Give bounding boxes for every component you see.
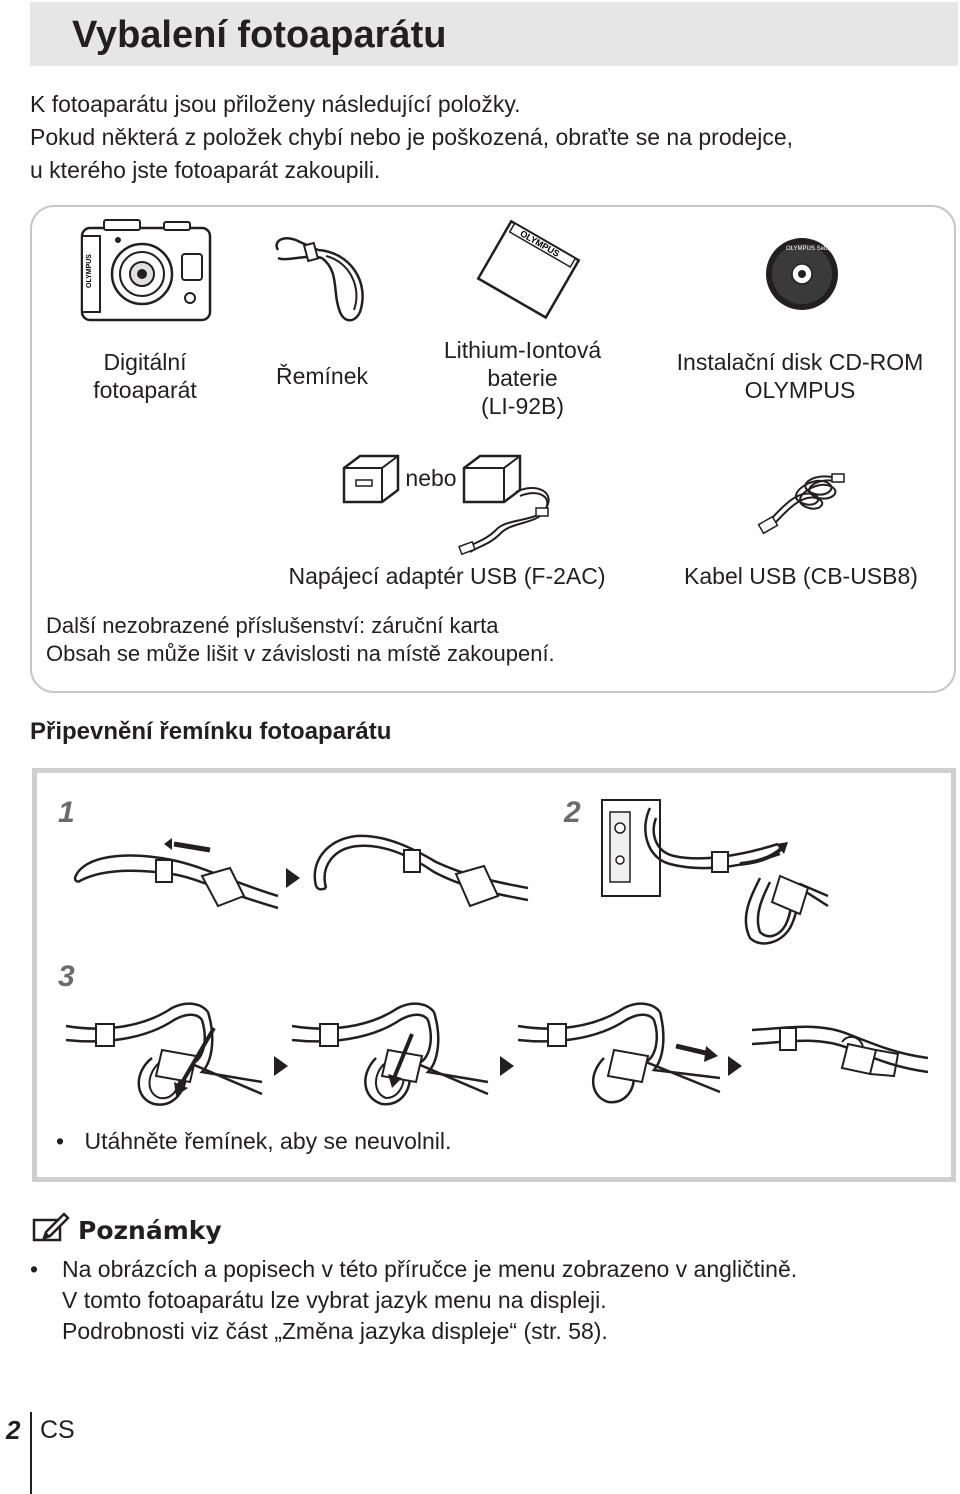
step-number: 1 [58, 796, 75, 829]
strap-instructions-box [32, 768, 956, 1182]
camera-brand-text: OLYMPUS [86, 254, 93, 288]
cd-label-text: OLYMPUS Setup [786, 246, 833, 252]
notes-heading: Poznámky [78, 1216, 222, 1245]
step3-illustration-d [751, 1025, 929, 1078]
step-number: 2 [564, 796, 581, 829]
notes-bullet-item: • [30, 1254, 38, 1284]
camera-caption: Digitální fotoaparát [60, 348, 230, 404]
usb-cable-illustration [757, 473, 845, 535]
language-code: CS [40, 1416, 75, 1444]
adapter-with-cable-illustration [458, 454, 550, 556]
intro-line: K fotoaparátu jsou přiloženy následující… [30, 91, 521, 117]
notes-line: V tomto fotoaparátu lze vybrat jazyk men… [62, 1287, 607, 1313]
intro-line: Pokud některá z položek chybí nebo je po… [30, 124, 794, 150]
camera-caption-line: fotoaparát [93, 377, 197, 403]
camera-caption-line: Digitální [103, 349, 187, 375]
package-contents-box [30, 205, 956, 693]
battery-caption: Lithium-Iontová baterie (LI-92B) [420, 336, 625, 420]
adapter-illustration [342, 454, 400, 504]
battery-caption-line: baterie [487, 365, 558, 391]
next-arrow-icon [728, 1056, 742, 1076]
intro-line: u kterého jste fotoaparát zakoupili. [30, 157, 381, 183]
adapter-caption: Napájecí adaptér USB (F-2AC) [288, 563, 606, 589]
step-number: 3 [58, 960, 75, 993]
note-pencil-icon [32, 1212, 70, 1242]
strap-caption: Řemínek [275, 363, 369, 389]
step1-illustration-a [73, 838, 279, 910]
footer-divider [30, 1412, 32, 1494]
battery-caption-line: (LI-92B) [480, 393, 565, 419]
next-arrow-icon [500, 1056, 514, 1076]
battery-illustration: OLYMPUS [476, 219, 581, 320]
accessory-note: Další nezobrazené příslušenství: záruční… [46, 613, 499, 638]
cable-caption: Kabel USB (CB-USB8) [684, 563, 918, 589]
page-number: 2 [6, 1415, 21, 1445]
next-arrow-icon [286, 868, 300, 888]
next-arrow-icon [274, 1056, 288, 1076]
strap-bullet-item: • Utáhněte řemínek, aby se neuvolnil. [56, 1126, 451, 1156]
strap-section-heading: Připevnění řemínku fotoaparátu [30, 718, 392, 745]
cd-caption-line: OLYMPUS [744, 377, 856, 403]
bullet-icon: • [30, 1256, 39, 1282]
step3-illustration-c [517, 1002, 721, 1104]
bullet-icon: • [56, 1128, 65, 1154]
intro-text: K fotoaparátu jsou přiloženy následující… [30, 88, 950, 187]
step3-illustration-b [291, 1002, 489, 1106]
step1-illustration-b [313, 834, 529, 908]
step2-illustration [601, 799, 829, 945]
notes-line: Podrobnosti viz část „Změna jazyka displ… [62, 1318, 608, 1344]
strap-bullet-text: Utáhněte řemínek, aby se neuvolnil. [84, 1128, 452, 1154]
title-bar: Vybalení fotoaparátu [30, 2, 958, 66]
accessory-note: Obsah se může lišit v závislosti na míst… [46, 641, 555, 666]
cd-caption: Instalační disk CD-ROM OLYMPUS [650, 348, 950, 404]
strap-illustration [275, 237, 364, 322]
page-title: Vybalení fotoaparátu [72, 14, 447, 56]
or-label: nebo [405, 465, 457, 491]
cd-caption-line: Instalační disk CD-ROM [676, 349, 924, 375]
cd-illustration: OLYMPUS Setup [766, 238, 838, 310]
notes-line: Na obrázcích a popisech v této příručce … [62, 1256, 798, 1282]
step3-illustration-a [65, 1002, 263, 1106]
battery-caption-line: Lithium-Iontová [443, 337, 602, 363]
camera-illustration: OLYMPUS [80, 219, 212, 322]
